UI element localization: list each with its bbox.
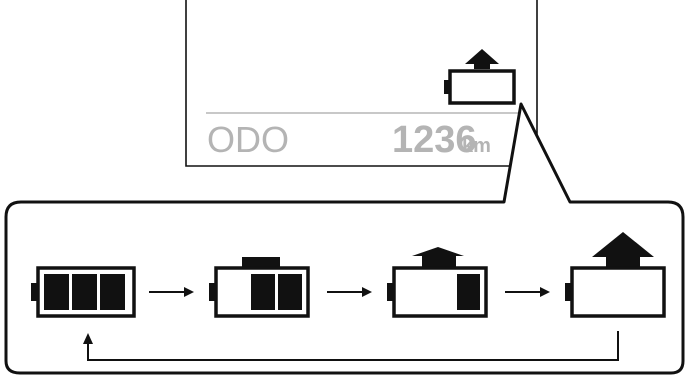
odo-unit: km: [462, 135, 491, 157]
battery-state-full: [31, 266, 136, 318]
battery-state-empty: [565, 232, 666, 318]
odo-value: 1236: [392, 119, 477, 161]
transition-arrow-2: [327, 287, 372, 297]
display-battery-empty-icon: [444, 49, 516, 105]
battery-two-bars-icon: [209, 257, 310, 318]
transition-arrow-1: [149, 287, 194, 297]
battery-empty-icon: [565, 232, 666, 318]
callout-box: [4, 102, 685, 375]
battery-full-icon: [31, 266, 136, 318]
battery-state-one-bar: [387, 247, 488, 318]
display-screen-border: [185, 0, 538, 167]
battery-state-two-bars: [209, 257, 310, 318]
display-screen: ODO 1236 km: [185, 0, 538, 167]
loop-back-arrow: [83, 331, 619, 361]
battery-one-bar-icon: [387, 247, 488, 318]
transition-arrow-3: [505, 287, 550, 297]
odo-label: ODO: [207, 119, 289, 160]
